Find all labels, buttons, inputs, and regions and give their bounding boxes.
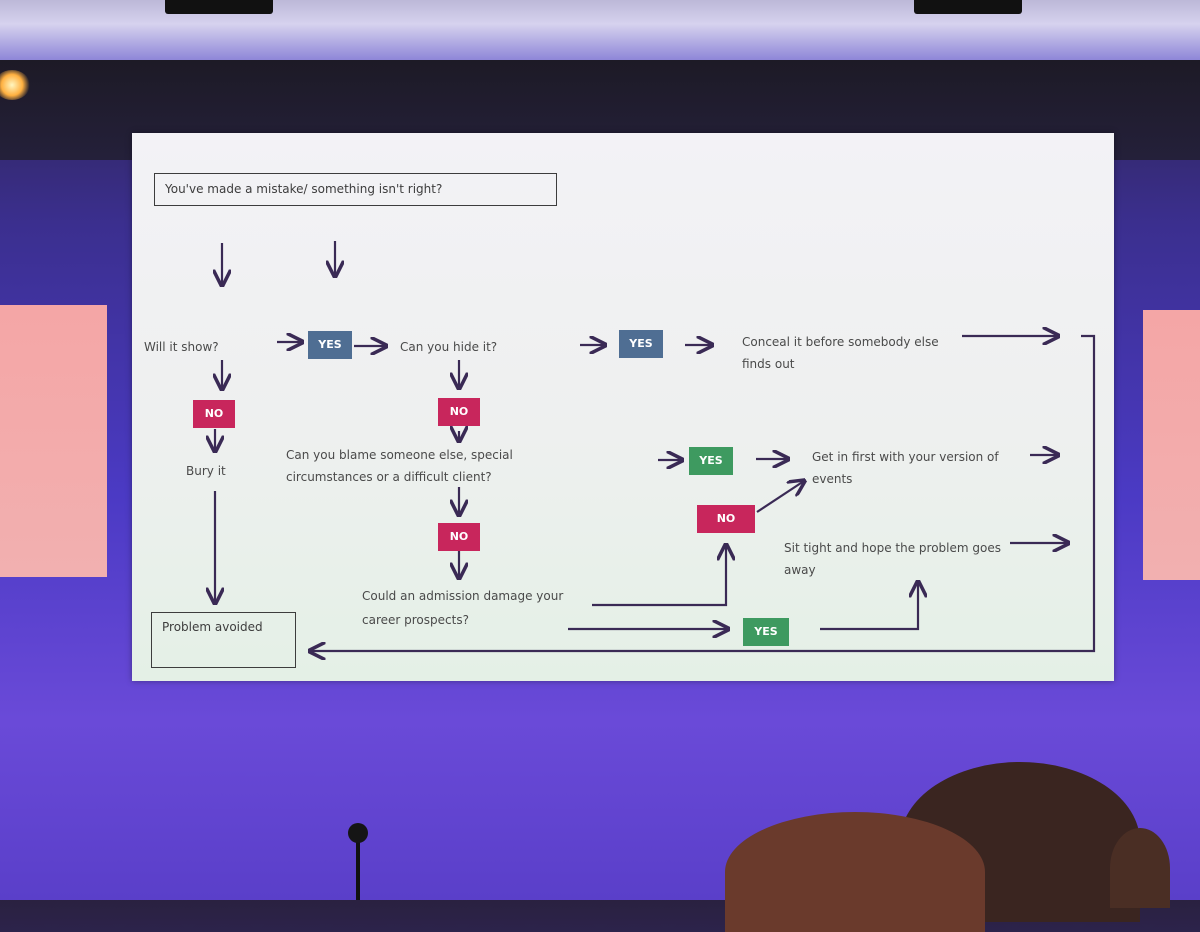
no-badge: NO bbox=[438, 523, 480, 551]
action-conceal: Conceal it before somebody else finds ou… bbox=[742, 335, 939, 371]
audience-head bbox=[725, 812, 985, 932]
no-badge: NO bbox=[193, 400, 235, 428]
start-label: You've made a mistake/ something isn't r… bbox=[165, 182, 443, 196]
question-blame: Can you blame someone else, special circ… bbox=[286, 448, 513, 484]
action-bury-it: Bury it bbox=[186, 464, 226, 478]
stage-lamp bbox=[0, 70, 30, 100]
ceiling-fixture bbox=[914, 0, 1022, 14]
flowchart-arrows bbox=[132, 241, 1096, 681]
yes-badge: YES bbox=[619, 330, 663, 358]
question-will-it-show: Will it show? bbox=[144, 340, 219, 354]
question-admission: Could an admission damage your career pr… bbox=[362, 589, 564, 627]
no-badge: NO bbox=[697, 505, 755, 533]
microphone-stand bbox=[356, 835, 360, 900]
action-get-in-first: Get in first with your version of events bbox=[812, 450, 999, 486]
ceiling-fixture bbox=[165, 0, 273, 14]
end-box: Problem avoided bbox=[151, 612, 296, 668]
right-side-screen bbox=[1143, 310, 1200, 580]
action-sit-tight: Sit tight and hope the problem goes away bbox=[784, 541, 1001, 577]
arrow-elbow-up bbox=[820, 582, 918, 631]
left-side-screen bbox=[0, 305, 107, 577]
arrow-diagonal bbox=[756, 481, 804, 513]
arrow-return-left bbox=[310, 334, 1096, 651]
arrow-elbow-up bbox=[592, 545, 726, 607]
no-badge: NO bbox=[438, 398, 480, 426]
yes-badge: YES bbox=[743, 618, 789, 646]
microphone-icon bbox=[348, 823, 368, 843]
yes-badge: YES bbox=[308, 331, 352, 359]
yes-badge: YES bbox=[689, 447, 733, 475]
projection-screen: You've made a mistake/ something isn't r… bbox=[132, 133, 1114, 681]
end-label: Problem avoided bbox=[162, 620, 263, 634]
audience-head bbox=[1110, 828, 1170, 908]
ceiling bbox=[0, 0, 1200, 60]
start-box: You've made a mistake/ something isn't r… bbox=[154, 173, 557, 206]
question-can-you-hide-it: Can you hide it? bbox=[400, 340, 498, 354]
